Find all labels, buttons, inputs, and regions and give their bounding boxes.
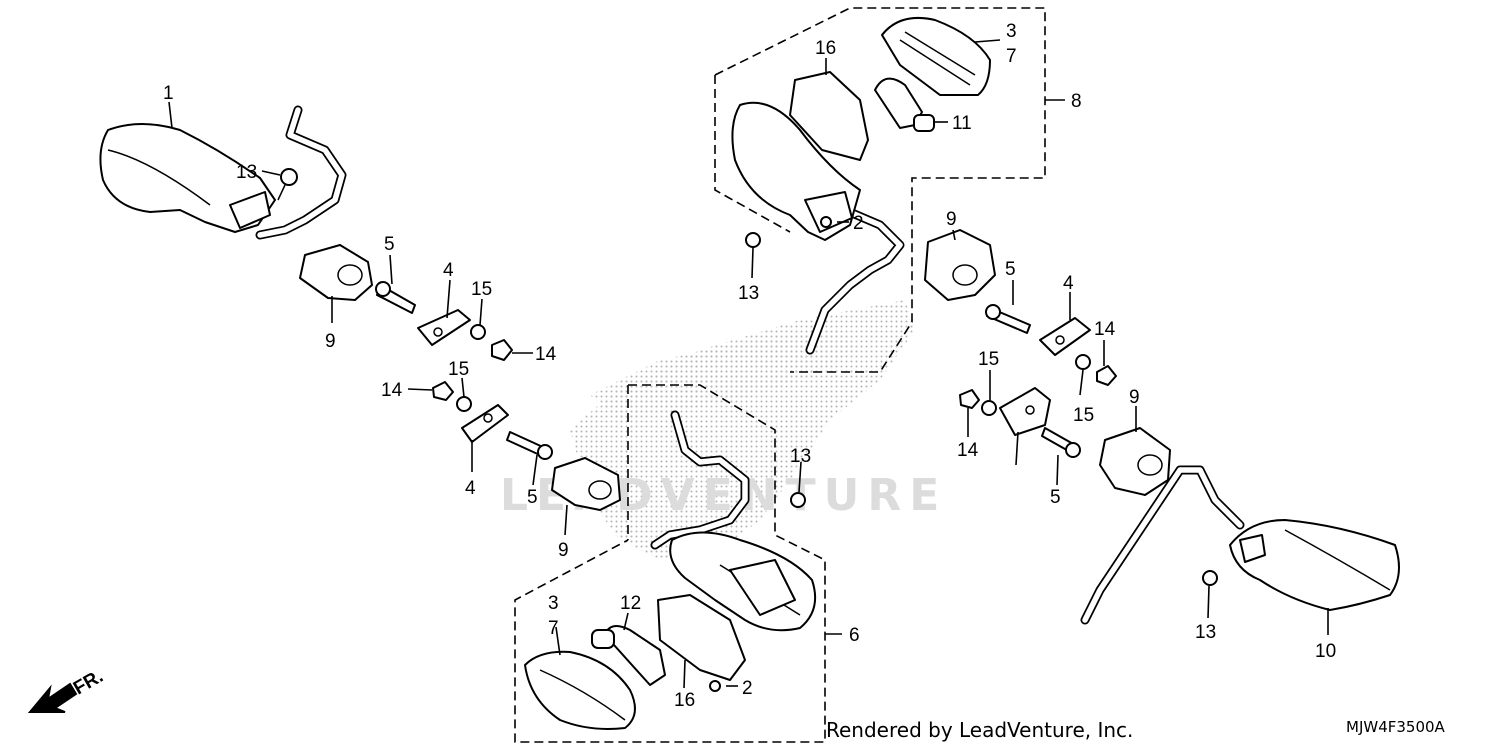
nut-14a [491, 339, 513, 361]
bracket-4c [1039, 317, 1091, 356]
callout-9d: 9 [1129, 387, 1140, 408]
callout-15b: 15 [448, 359, 469, 380]
group-box-rear-left [514, 384, 826, 743]
callout-13c: 13 [790, 446, 811, 467]
lens-3-7-top [881, 16, 991, 96]
callout-5c: 5 [1005, 259, 1016, 280]
diagram-code: MJW4F3500A [1346, 718, 1445, 736]
callout-7a: 7 [1006, 46, 1017, 67]
turn-signal-front-left [99, 105, 347, 240]
callout-9a: 9 [325, 331, 336, 352]
socket-9a [299, 244, 373, 301]
callout-16a: 16 [815, 38, 836, 59]
callout-14c: 14 [1094, 319, 1116, 340]
gasket-16b [657, 594, 746, 681]
washer-15d [981, 400, 997, 416]
callout-15a: 15 [471, 279, 492, 300]
callout-6: 6 [849, 625, 860, 646]
housing-front-right [731, 101, 905, 355]
callout-10: 10 [1315, 641, 1336, 662]
callout-3a: 3 [1006, 21, 1017, 42]
callout-13b: 13 [738, 283, 759, 304]
front-direction-arrow [27, 682, 78, 713]
socket-9d [1099, 427, 1171, 496]
nut-14b [432, 381, 454, 401]
housing-rear-left [650, 410, 816, 632]
render-credit: Rendered by LeadVenture, Inc. [826, 718, 1134, 742]
callout-9b: 9 [558, 540, 569, 561]
callout-labels: 1 13 5 4 15 9 14 15 14 4 5 9 3 7 16 8 11… [163, 21, 1336, 711]
bulb-12 [591, 625, 666, 686]
callout-11: 11 [952, 113, 972, 134]
callout-2a: 2 [853, 213, 864, 234]
callout-16b: 16 [674, 690, 695, 711]
callout-2b: 2 [742, 678, 753, 699]
watermark-stipple [570, 300, 915, 560]
callout-1: 1 [163, 83, 174, 104]
bracket-4a [417, 309, 471, 346]
bracket-4d [999, 387, 1051, 436]
socket-9b [551, 457, 621, 511]
callout-4a: 4 [443, 260, 454, 281]
bracket-4b [461, 404, 509, 443]
bolt-13c [790, 492, 806, 508]
bolt-13b [745, 232, 761, 248]
callout-13a: 13 [236, 162, 257, 183]
callout-3b: 3 [548, 593, 559, 614]
nut-14d [959, 389, 980, 409]
callout-5b: 5 [527, 487, 538, 508]
lens-3-7-bottom [524, 650, 636, 730]
callout-4b: 4 [465, 478, 476, 499]
callout-8: 8 [1071, 91, 1082, 112]
callout-14d: 14 [957, 440, 979, 461]
bolt-5b [506, 431, 553, 460]
callout-7b: 7 [548, 618, 559, 639]
socket-9c [924, 229, 996, 301]
callout-5d: 5 [1050, 487, 1061, 508]
bolt-5a [375, 281, 416, 314]
bolt-13d [1202, 570, 1218, 586]
callout-14b: 14 [381, 380, 403, 401]
callout-15d: 15 [1073, 405, 1094, 426]
callout-9c: 9 [946, 209, 957, 230]
bolt-13a [277, 168, 298, 201]
washer-15a [470, 324, 486, 340]
screw-2a [820, 216, 832, 228]
bulb-11 [874, 77, 935, 132]
leader-lines [168, 39, 1329, 689]
callout-4c: 4 [1063, 273, 1074, 294]
callout-12: 12 [620, 593, 641, 614]
group-box-front-right-left-edge [714, 75, 791, 233]
callout-5a: 5 [384, 234, 395, 255]
group-box-front-right [714, 7, 1046, 373]
screw-2b [709, 680, 721, 692]
callout-13d: 13 [1195, 622, 1216, 643]
bolt-5c [985, 304, 1031, 334]
turn-signal-rear-right [1080, 465, 1400, 625]
gasket-16a [789, 71, 869, 161]
callout-15c: 15 [978, 349, 999, 370]
washer-15c [1075, 354, 1091, 370]
nut-14c [1096, 365, 1117, 386]
washer-15b [456, 396, 472, 412]
bolt-5d [1041, 427, 1081, 458]
callout-14a: 14 [535, 344, 557, 365]
